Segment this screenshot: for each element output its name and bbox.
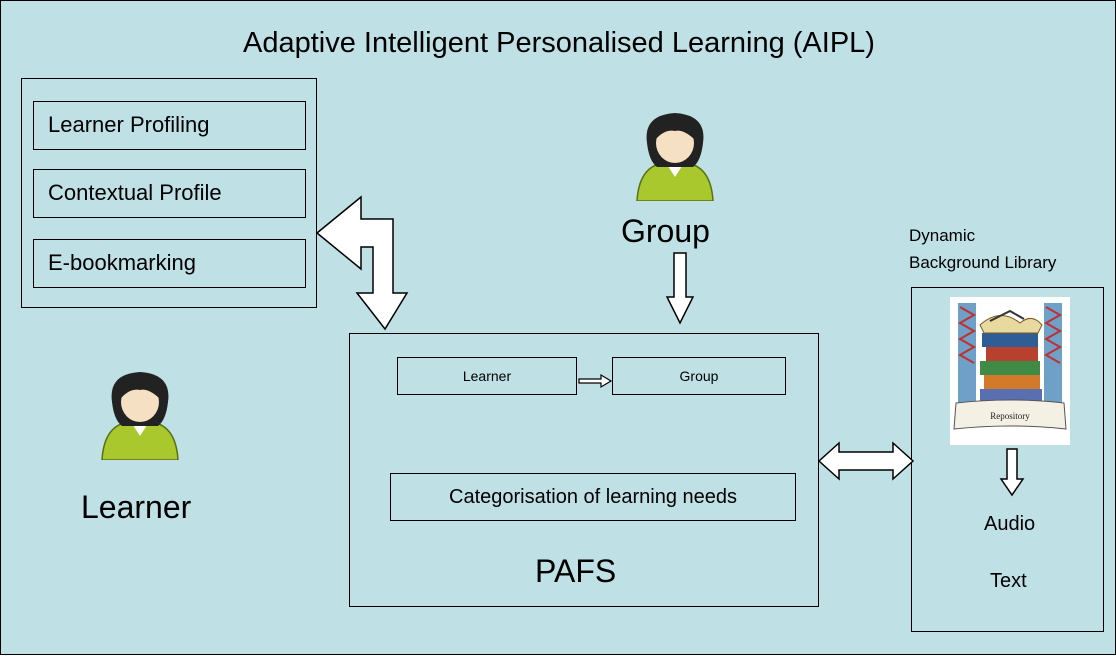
library-item-audio: Audio (984, 513, 1036, 535)
group-person-icon (636, 113, 714, 201)
group-down-arrow (665, 252, 695, 325)
library-item-text: Text (990, 570, 1027, 592)
library-heading-line2: Background Library (909, 253, 1057, 272)
pafs-box (349, 333, 819, 607)
diagram-title: Adaptive Intelligent Personalised Learni… (243, 27, 875, 59)
pafs-label: PAFS (535, 553, 617, 589)
learner-group-arrow (578, 373, 613, 389)
pafs-library-arrow (817, 441, 915, 481)
pafs-learner-box: Learner (397, 357, 577, 395)
profile-box (21, 78, 317, 308)
profile-item-e-bookmarking: E-bookmarking (33, 239, 306, 288)
group-label: Group (621, 213, 710, 249)
profile-item-contextual-profile: Contextual Profile (33, 169, 306, 218)
learner-person-icon (101, 372, 179, 460)
pafs-group-box: Group (612, 357, 786, 395)
learner-label: Learner (81, 489, 192, 525)
repository-books-icon: Repository (950, 297, 1070, 445)
profile-pafs-arrow (315, 195, 409, 331)
repository-down-arrow (999, 448, 1025, 497)
categorisation-box: Categorisation of learning needs (390, 473, 796, 521)
repository-label: Repository (990, 411, 1030, 421)
library-heading-line1: Dynamic (909, 226, 976, 245)
profile-item-learner-profiling: Learner Profiling (33, 101, 306, 150)
